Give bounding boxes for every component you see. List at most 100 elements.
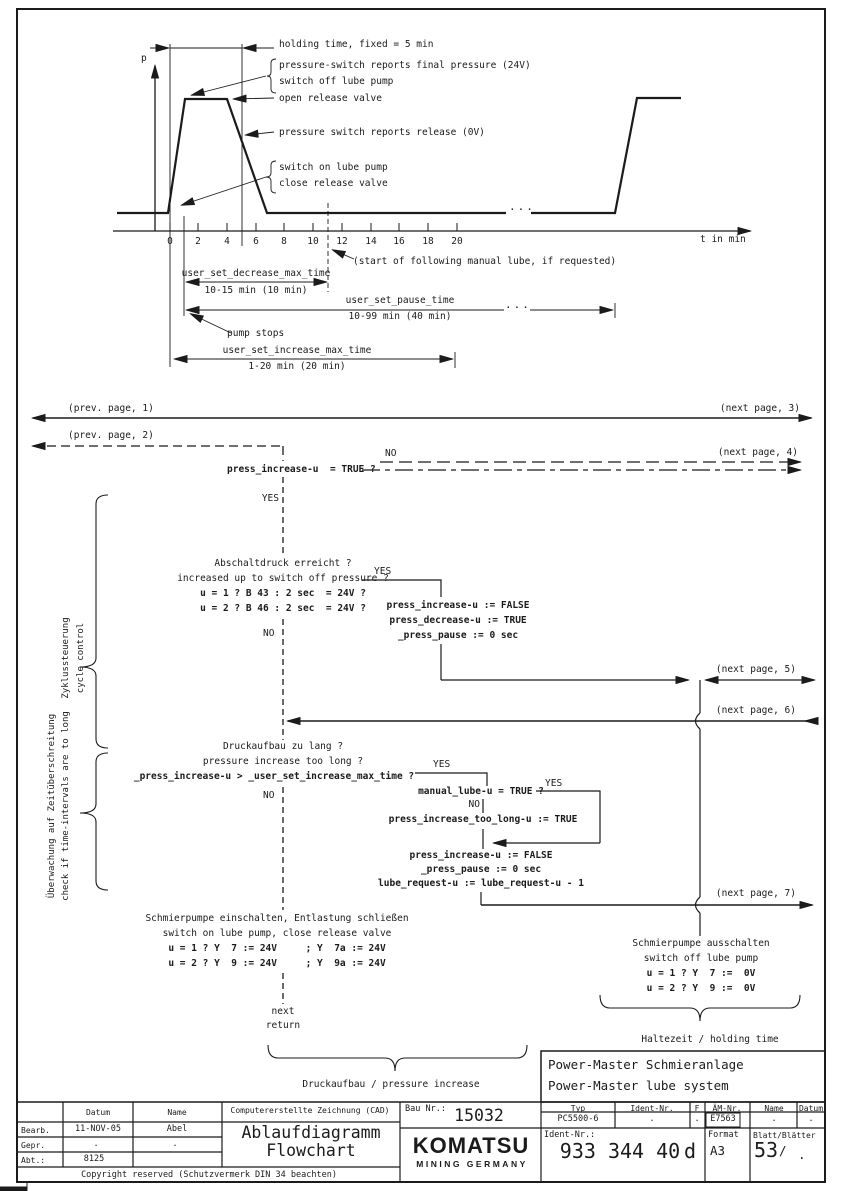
tick-8: 8	[281, 236, 287, 247]
pump-off-block-line2: switch off lube pump	[643, 953, 759, 964]
tick-0: 0	[167, 236, 173, 247]
assign-too-long: press_increase_too_long-u := TRUE	[388, 814, 578, 825]
pump-off-block-line4: u = 2 ? Y 9 := 0V	[646, 983, 756, 994]
question-toolong-line2: pressure increase too long ?	[202, 756, 364, 767]
tick-16: 16	[393, 236, 405, 247]
datum-value: .	[808, 1114, 814, 1124]
copyright-note: Copyright reserved (Schutzvermerk DIN 34…	[81, 1170, 337, 1180]
product-title-en: Power-Master lube system	[548, 1078, 729, 1093]
question-switchoff-line2: increased up to switch off pressure ?	[177, 573, 389, 584]
final-pressure-label: pressure-switch reports final pressure (…	[279, 60, 531, 71]
pressure-axis-label: p	[141, 53, 147, 64]
time-watch-label-de: Überwachung auf Zeitüberschreitung	[47, 713, 57, 899]
row-label-bearb: Bearb.	[21, 1126, 50, 1135]
komatsu-logo-subtitle: MINING GERMANY	[416, 1159, 528, 1169]
column-header-name: Name	[167, 1108, 187, 1117]
header-datum: Datum	[798, 1104, 824, 1113]
gepr-name-value: .	[172, 1139, 178, 1149]
pump-on-block-line1: Schmierpumpe einschalten, Entlastung sch…	[145, 913, 409, 924]
next-page-7-label: (next page, 7)	[715, 888, 796, 899]
assign1-line2: press_decrease-u := TRUE	[389, 615, 527, 626]
tick-10: 10	[307, 236, 319, 247]
pump-on-block-line2: switch on lube pump, close release valve	[162, 928, 392, 939]
row-label-gepr: Gepr.	[21, 1141, 46, 1150]
return-label: return	[265, 1020, 301, 1031]
tick-18: 18	[422, 236, 434, 247]
assign2-line3: lube_request-u := lube_request-u - 1	[378, 878, 584, 889]
start-following-label: (start of following manual lube, if requ…	[353, 256, 617, 267]
pause-gap-dots: ...	[505, 298, 531, 311]
tick-4: 4	[224, 236, 230, 247]
report-release-label: pressure switch reports release (0V)	[279, 127, 485, 138]
increase-time-name: user_set_increase_max_time	[222, 345, 372, 356]
flowchart-lines	[33, 418, 819, 1004]
assign2-line1: press_increase-u := FALSE	[409, 850, 553, 861]
next-page-5-label: (next page, 5)	[715, 664, 796, 675]
assign1-line1: press_increase-u := FALSE	[386, 600, 530, 611]
sheet-total: .	[798, 1147, 806, 1162]
no-label-1: NO	[385, 448, 397, 459]
decrease-time-value: 10-15 min (10 min)	[204, 285, 308, 296]
cycle-control-label-en: cycle control	[76, 622, 86, 694]
header-name: Name	[764, 1104, 784, 1113]
pause-time-name: user_set_pause_time	[345, 295, 455, 306]
tick-20: 20	[451, 236, 463, 247]
question-press-increase: press_increase-u = TRUE ?	[227, 464, 376, 475]
header-typ: Typ	[570, 1104, 586, 1113]
no-label-4: NO	[468, 799, 480, 810]
pressure-increase-brace-label: Druckaufbau / pressure increase	[302, 1079, 480, 1090]
sheet-frame	[0, 8, 826, 1191]
doc-title-en: Flowchart	[266, 1141, 356, 1160]
close-release-valve-label: close release valve	[279, 178, 388, 189]
column-header-datum: Datum	[85, 1108, 111, 1117]
next-page-3-label: (next page, 3)	[719, 403, 800, 414]
pump-off-block-line3: u = 1 ? Y 7 := 0V	[646, 968, 756, 979]
yes-label-4: YES	[545, 778, 563, 789]
tick-6: 6	[253, 236, 259, 247]
next-label: next	[271, 1006, 295, 1017]
row-label-abt: Abt.:	[21, 1156, 46, 1165]
sheet-separator: /	[779, 1143, 787, 1158]
assign2-line2: _press_pause := 0 sec	[420, 864, 542, 875]
pause-time-value: 10-99 min (40 min)	[348, 311, 452, 322]
format-label: Format	[708, 1130, 739, 1140]
doc-title-de: Ablaufdiagramm	[241, 1123, 381, 1142]
typ-value: PC5500-6	[557, 1114, 599, 1124]
next-page-6-label: (next page, 6)	[715, 705, 796, 716]
time-axis-label: t in min	[700, 234, 746, 245]
open-release-valve-label: open release valve	[279, 93, 382, 104]
am-nr-value: E7563	[710, 1114, 736, 1124]
no-label-3: NO	[263, 790, 275, 801]
ident-nr-label: Ident-Nr.:	[544, 1130, 596, 1140]
revision-letter: d	[684, 1139, 697, 1163]
prev-page-1-label: (prev. page, 1)	[68, 403, 154, 414]
ident-value: .	[649, 1114, 655, 1124]
sheet-value: 53	[754, 1138, 779, 1162]
komatsu-logo: KOMATSU	[412, 1133, 530, 1158]
pump-on-block-line4: u = 2 ? Y 9 := 24V ; Y 9a := 24V	[168, 958, 386, 969]
prev-page-2-label: (prev. page, 2)	[68, 430, 154, 441]
tick-14: 14	[365, 236, 377, 247]
bau-nr-value: 15032	[454, 1106, 504, 1125]
cycle-control-label-de: Zyklussteuerung	[61, 617, 71, 699]
time-watch-label-en: check if time-intervals are to long	[61, 711, 71, 901]
bearb-datum-value: 11-NOV-05	[74, 1124, 122, 1134]
grouping-braces	[79, 494, 801, 1072]
question-switchoff-line1: Abschaltdruck erreicht ?	[214, 558, 352, 569]
yes-label-3: YES	[433, 759, 451, 770]
sheet-label: Blatt/Blätter	[753, 1131, 816, 1140]
timing-diagram	[113, 44, 750, 368]
question-switchoff-line4: u = 2 ? B 46 : 2 sec = 24V ?	[200, 603, 366, 614]
header-ident-nr: Ident-Nr.	[630, 1104, 674, 1113]
assign1-line3: _press_pause := 0 sec	[397, 630, 519, 641]
switch-on-pump-label: switch on lube pump	[279, 162, 388, 173]
question-toolong-line3: _press_increase-u > _user_set_increase_m…	[133, 771, 415, 782]
header-am-nr: ÄM-Nr.	[712, 1104, 742, 1113]
decrease-time-name: user_set_decrease_max_time	[181, 268, 331, 279]
question-toolong-line1: Druckaufbau zu lang ?	[222, 741, 344, 752]
ident-number: 933 344 40	[559, 1139, 681, 1163]
gepr-datum-value: .	[93, 1139, 99, 1149]
yes-label-1: YES	[261, 493, 279, 504]
no-label-2: NO	[263, 628, 275, 639]
